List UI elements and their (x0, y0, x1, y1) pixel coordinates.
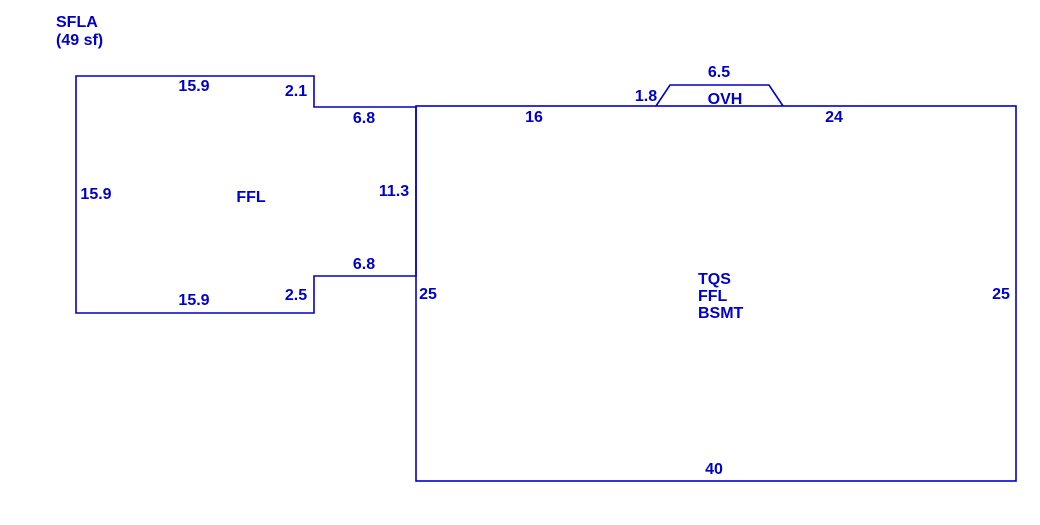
ffl-connector-top-dim: 6.8 (353, 110, 375, 127)
area-summary: SFLA (49 sf) (56, 14, 103, 50)
main-area-label-bsmt: BSMT (698, 305, 744, 322)
ovh-side-dim: 1.8 (635, 88, 657, 105)
sfla-title: SFLA (56, 14, 98, 31)
ffl-area-label: FFL (236, 189, 266, 206)
ovh-label: OVH (708, 91, 743, 108)
ovh-top-dim: 6.5 (708, 64, 730, 81)
main-top-right-dim: 24 (825, 109, 843, 126)
ffl-bottom-step-dim: 2.5 (285, 287, 307, 304)
ffl-top-dim: 15.9 (178, 78, 209, 95)
ffl-connector-bottom-dim: 6.8 (353, 256, 375, 273)
main-area-label-ffl: FFL (698, 288, 728, 305)
main-left-dim: 25 (419, 286, 437, 303)
ffl-left-dim: 15.9 (80, 186, 111, 203)
ffl-bottom-dim: 15.9 (178, 292, 209, 309)
main-area-label-tqs: TQS (698, 271, 731, 288)
main-top-left-dim: 16 (525, 109, 543, 126)
main-area-outline (415, 105, 1017, 482)
sfla-area: (49 sf) (56, 32, 104, 49)
ffl-right-dim: 11.3 (379, 183, 409, 200)
main-right-dim: 25 (992, 286, 1010, 303)
ovh-outline (655, 84, 784, 107)
main-bottom-dim: 40 (705, 461, 723, 478)
ffl-top-step-dim: 2.1 (285, 83, 307, 100)
